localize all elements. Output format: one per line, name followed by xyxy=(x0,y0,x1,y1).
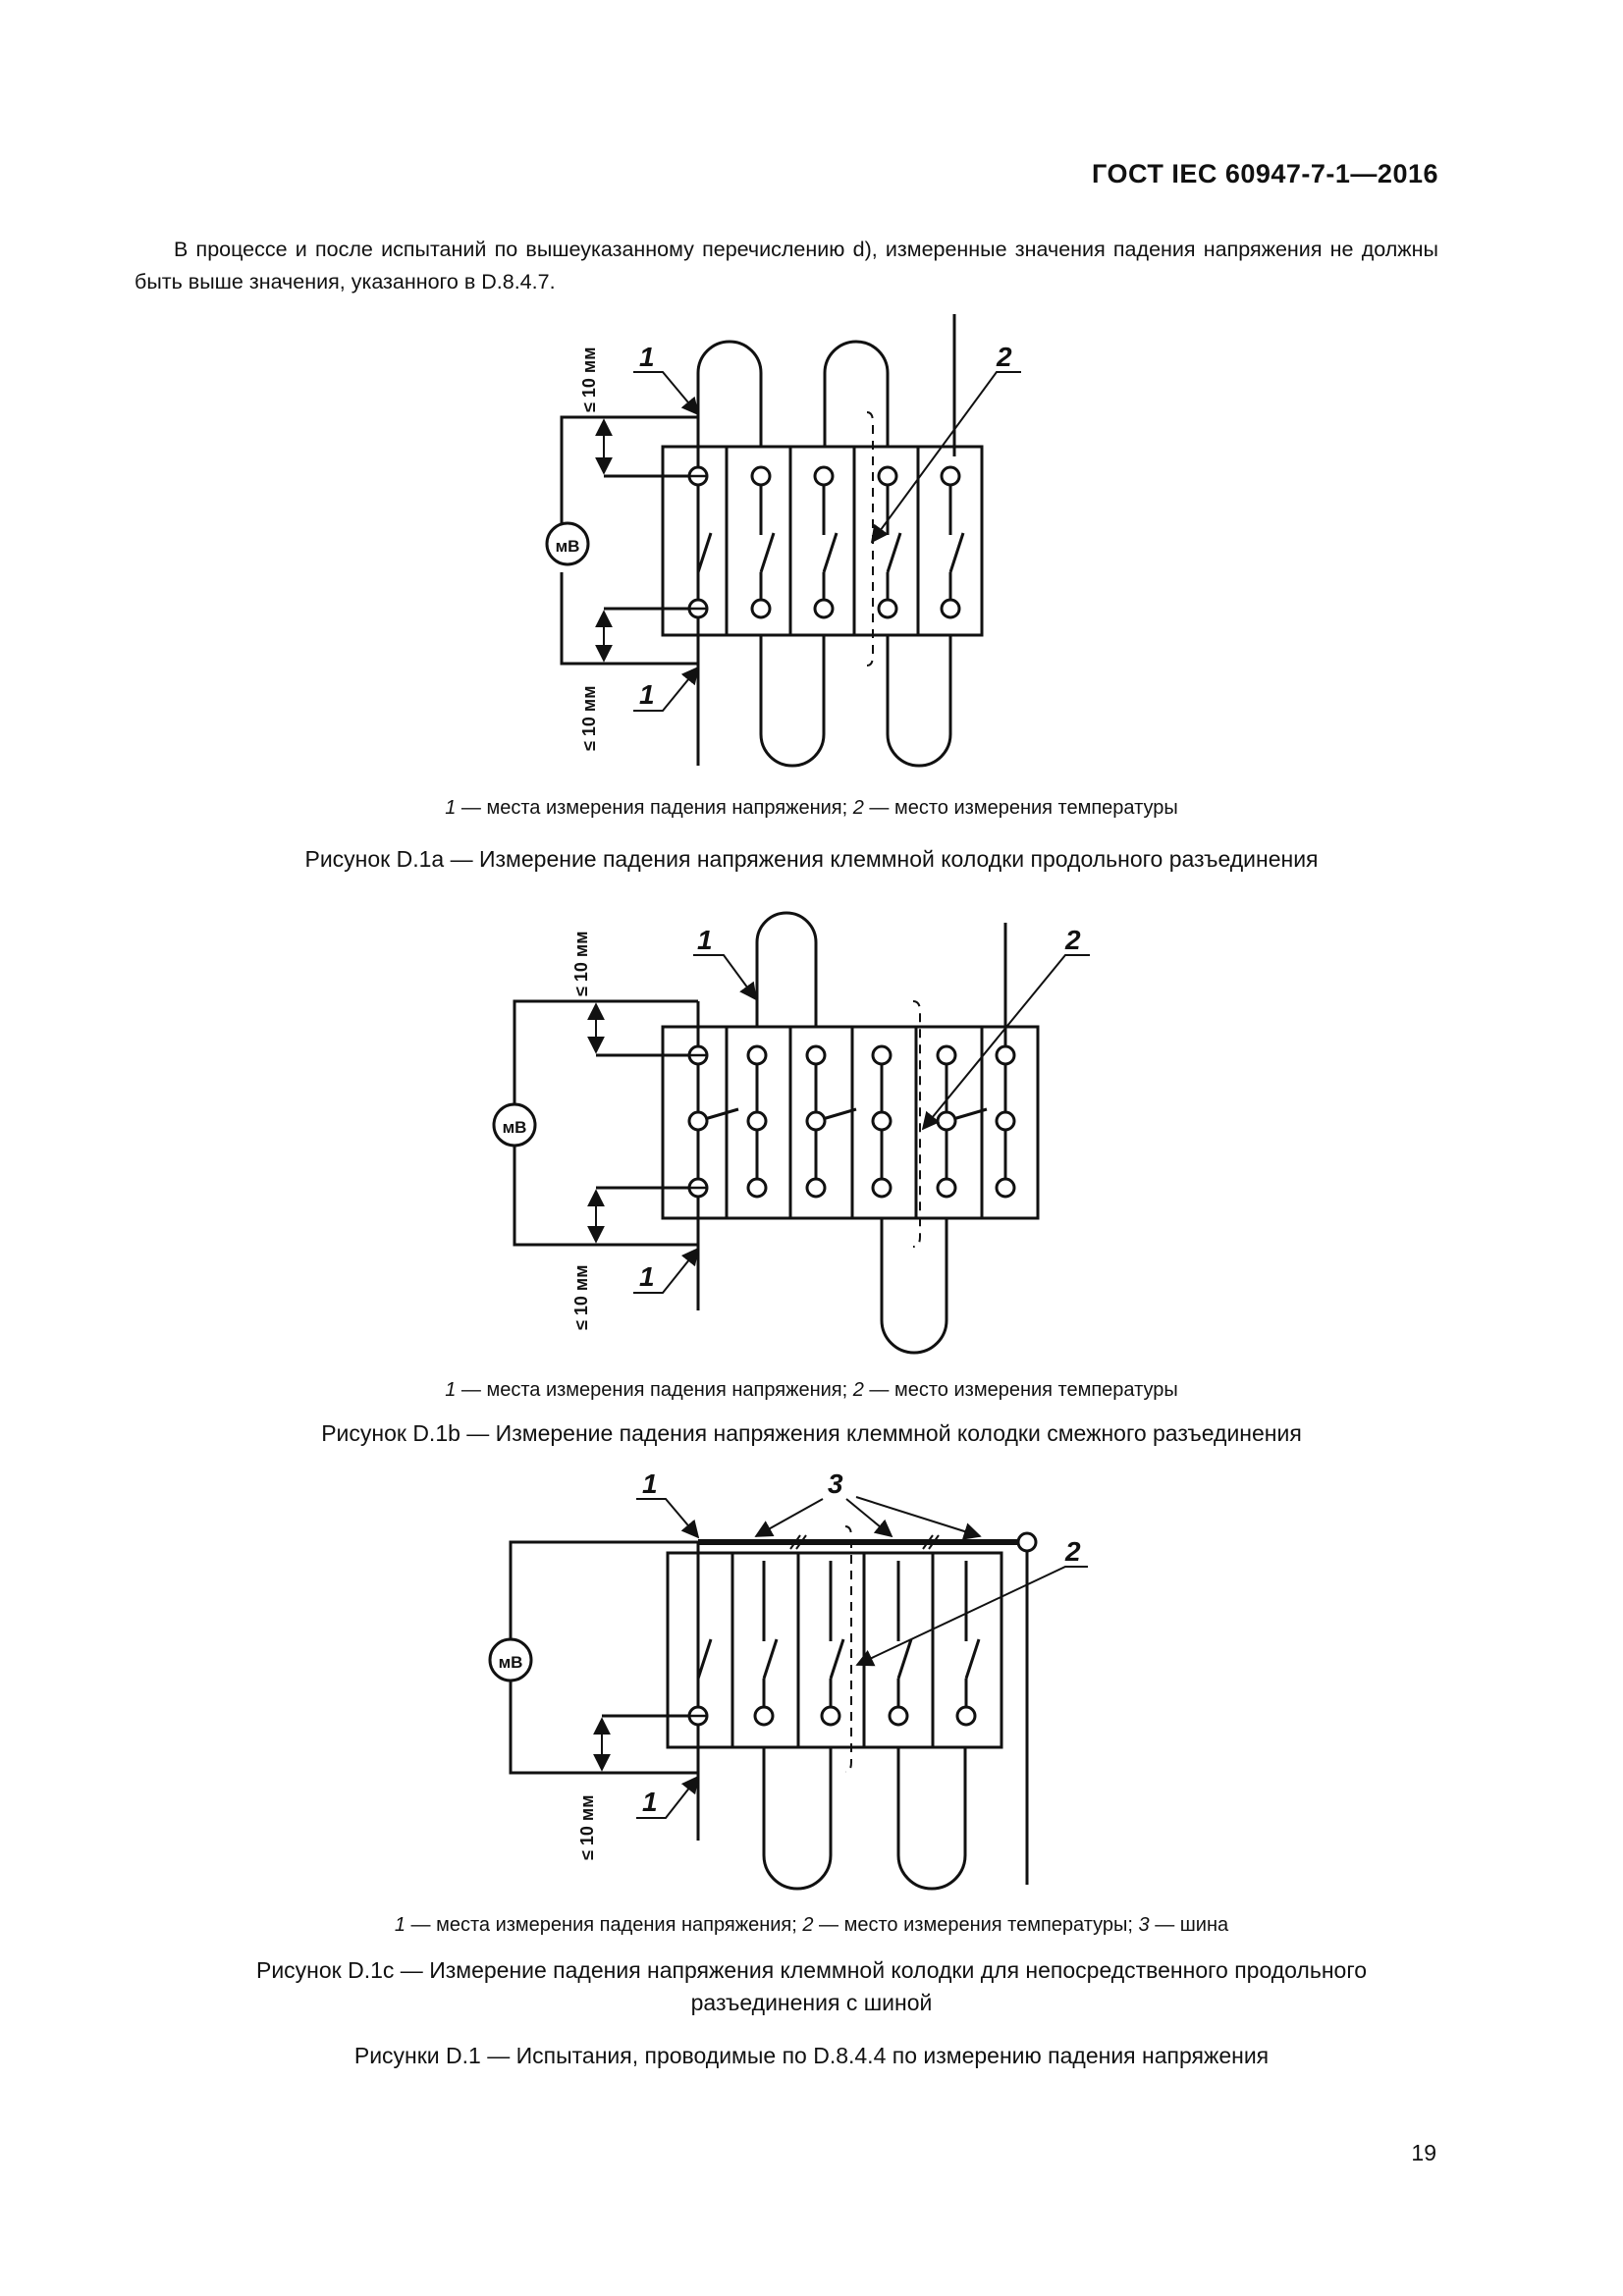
overall-caption: Рисунки D.1 — Испытания, проводимые по D… xyxy=(353,2043,1270,2068)
legend-d1a: 1 — места измерения падения напряжения; … xyxy=(445,797,1178,819)
caption-d1c: Рисунок D.1c — Измерение падения напряже… xyxy=(0,1954,1623,2019)
label-1-top: 1 xyxy=(639,342,655,372)
legend-d1c: 1 — места измерения падения напряжения; … xyxy=(394,1914,1229,1936)
label-2: 2 xyxy=(1064,925,1081,955)
caption-d1b: Рисунок D.1b — Измерение падения напряже… xyxy=(321,1420,1302,1446)
dimension-label-bottom: ≤ 10 мм xyxy=(577,1794,597,1860)
label-2: 2 xyxy=(996,342,1012,372)
caption-d1c-line1: Рисунок D.1c — Измерение падения напряже… xyxy=(255,1957,1368,1983)
legend-d1b: 1 — места измерения падения напряжения; … xyxy=(445,1379,1178,1401)
figure-d1c: мВ 1 1 3 2 ≤ 10 мм xyxy=(488,1468,1088,1891)
document-code: ГОСТ IEC 60947-7-1—2016 xyxy=(1092,159,1438,188)
intro-text: В процессе и после испытаний по вышеуказ… xyxy=(135,238,1438,294)
mv-label: мВ xyxy=(556,537,580,556)
figure-d1a: мВ 1 1 2 ≤ 10 мм ≤ 10 мм xyxy=(545,314,1021,768)
mv-label: мВ xyxy=(503,1118,527,1137)
label-1-top: 1 xyxy=(697,925,713,955)
label-1-bottom: 1 xyxy=(642,1787,658,1817)
caption-d1a: Рисунок D.1a — Измерение падения напряже… xyxy=(304,846,1319,872)
label-1-top: 1 xyxy=(642,1468,658,1499)
caption-d1c-line2: разъединения с шиной xyxy=(690,1990,933,2015)
dimension-label-top: ≤ 10 мм xyxy=(579,347,599,412)
dimension-label-top: ≤ 10 мм xyxy=(571,931,591,996)
page-number: 19 xyxy=(1411,2140,1436,2165)
label-1-bottom: 1 xyxy=(639,1261,655,1292)
intro-paragraph: В процессе и после испытаний по вышеуказ… xyxy=(135,234,1438,298)
label-2: 2 xyxy=(1064,1536,1081,1567)
dimension-label-bottom: ≤ 10 мм xyxy=(579,685,599,751)
label-1-bottom: 1 xyxy=(639,679,655,710)
mv-label: мВ xyxy=(499,1653,523,1672)
label-3: 3 xyxy=(828,1468,843,1499)
dimension-label-bottom: ≤ 10 мм xyxy=(571,1264,591,1330)
figure-d1b: мВ 1 1 2 ≤ 10 мм ≤ 10 мм xyxy=(492,911,1090,1355)
